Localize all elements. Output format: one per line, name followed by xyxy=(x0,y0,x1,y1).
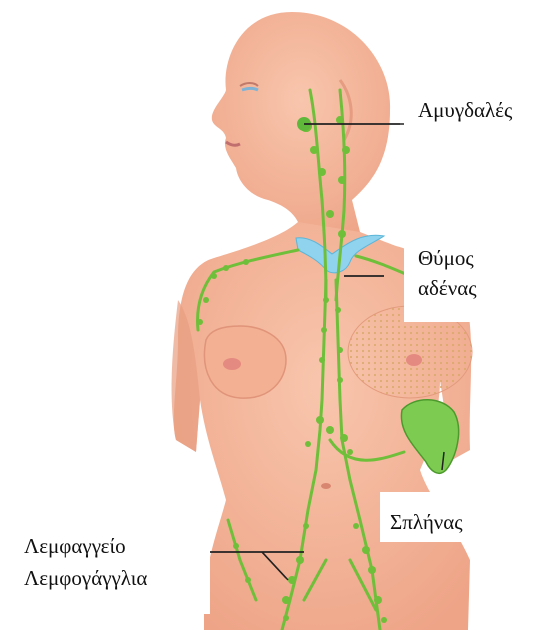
thymus-label-line2: αδένας xyxy=(418,274,477,302)
lymph-nodes-label: Λεμφογάγγλια xyxy=(24,564,147,592)
spleen-label: Σπλήνας xyxy=(390,508,463,536)
tonsils-label: Αμυγδαλές xyxy=(418,96,512,124)
lymph-vessel-label: Λεμφαγγείο xyxy=(24,532,126,560)
thymus-label-line1: Θύμος xyxy=(418,244,474,272)
